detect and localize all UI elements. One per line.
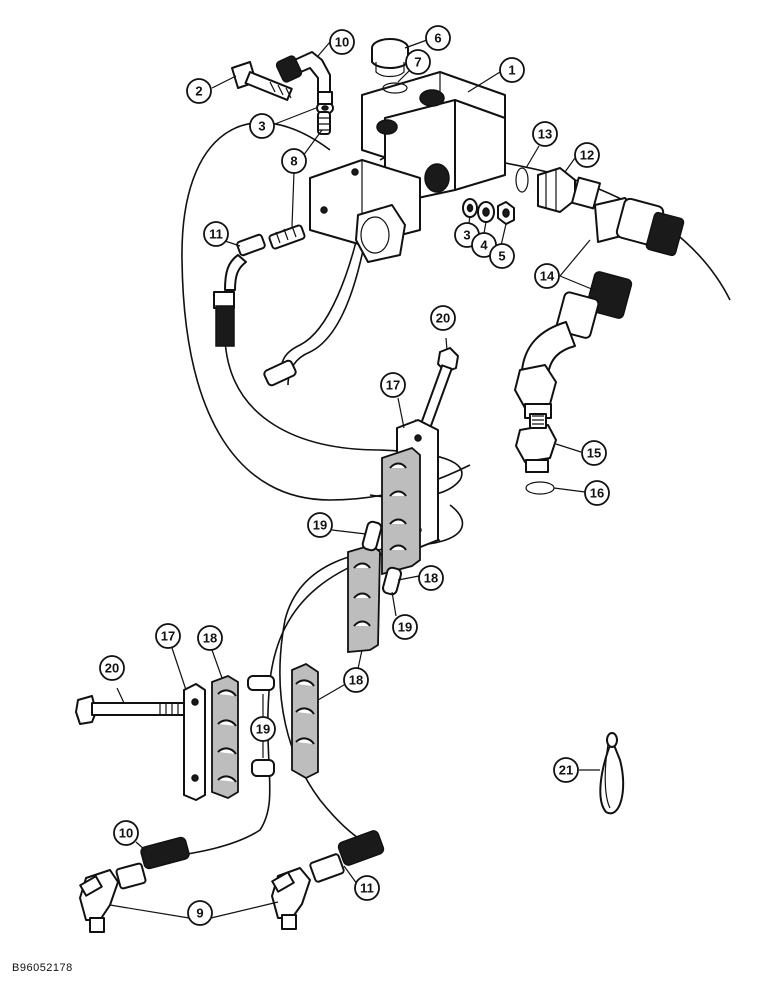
svg-text:13: 13 bbox=[538, 127, 552, 142]
adapter-hose-right bbox=[514, 167, 685, 495]
hose-end-11-upper bbox=[213, 233, 266, 347]
svg-text:19: 19 bbox=[313, 518, 327, 533]
callout-18: 18 bbox=[418, 565, 444, 591]
document-code: B96052178 bbox=[12, 962, 73, 974]
svg-text:18: 18 bbox=[424, 571, 438, 586]
clamp-assembly-lower bbox=[75, 662, 319, 801]
cable-tie bbox=[599, 732, 625, 815]
callout-21: 21 bbox=[553, 757, 579, 783]
svg-text:1: 1 bbox=[508, 63, 515, 78]
callout-18: 18 bbox=[197, 625, 223, 651]
callout-20: 20 bbox=[99, 655, 125, 681]
svg-text:12: 12 bbox=[580, 148, 594, 163]
callout-15: 15 bbox=[581, 440, 607, 466]
svg-text:8: 8 bbox=[290, 154, 297, 169]
svg-text:14: 14 bbox=[540, 269, 555, 284]
callout-10: 10 bbox=[329, 29, 355, 55]
svg-text:7: 7 bbox=[414, 55, 421, 70]
svg-text:5: 5 bbox=[498, 249, 505, 264]
callout-11: 11 bbox=[354, 875, 380, 901]
callout-3: 3 bbox=[249, 113, 275, 139]
clamp-assembly-upper bbox=[347, 347, 459, 653]
callout-5: 5 bbox=[489, 243, 515, 269]
callout-17: 17 bbox=[155, 623, 181, 649]
callout-6: 6 bbox=[425, 25, 451, 51]
svg-text:6: 6 bbox=[434, 31, 441, 46]
svg-text:10: 10 bbox=[335, 35, 349, 50]
svg-text:16: 16 bbox=[590, 486, 604, 501]
svg-text:18: 18 bbox=[203, 631, 217, 646]
callout-20: 20 bbox=[430, 305, 456, 331]
svg-text:11: 11 bbox=[209, 227, 223, 242]
valve-block bbox=[263, 71, 506, 387]
callout-19: 19 bbox=[307, 512, 333, 538]
bottom-fittings bbox=[79, 830, 385, 933]
svg-text:19: 19 bbox=[256, 722, 270, 737]
svg-text:17: 17 bbox=[386, 378, 400, 393]
svg-text:18: 18 bbox=[349, 673, 363, 688]
svg-text:10: 10 bbox=[119, 826, 133, 841]
svg-text:21: 21 bbox=[559, 763, 573, 778]
svg-text:4: 4 bbox=[480, 238, 488, 253]
callout-9: 9 bbox=[187, 900, 213, 926]
svg-text:9: 9 bbox=[196, 906, 203, 921]
svg-text:20: 20 bbox=[105, 661, 119, 676]
callout-1: 1 bbox=[499, 57, 525, 83]
callout-7: 7 bbox=[405, 49, 431, 75]
svg-text:11: 11 bbox=[360, 881, 374, 896]
callout-12: 12 bbox=[574, 142, 600, 168]
svg-text:3: 3 bbox=[258, 119, 265, 134]
callout-13: 13 bbox=[532, 121, 558, 147]
svg-text:19: 19 bbox=[398, 620, 412, 635]
washers-nuts-right bbox=[462, 198, 515, 225]
svg-text:17: 17 bbox=[161, 629, 175, 644]
callout-19: 19 bbox=[250, 716, 276, 742]
callout-18: 18 bbox=[343, 667, 369, 693]
svg-text:2: 2 bbox=[195, 84, 202, 99]
svg-text:15: 15 bbox=[587, 446, 601, 461]
svg-text:20: 20 bbox=[436, 311, 450, 326]
callout-10: 10 bbox=[113, 820, 139, 846]
callout-2: 2 bbox=[186, 78, 212, 104]
bolt-fittings-upper-left bbox=[231, 51, 334, 250]
svg-text:3: 3 bbox=[463, 228, 470, 243]
callout-17: 17 bbox=[380, 372, 406, 398]
callout-8: 8 bbox=[281, 148, 307, 174]
callout-11: 11 bbox=[203, 221, 229, 247]
callout-16: 16 bbox=[584, 480, 610, 506]
callout-19: 19 bbox=[392, 614, 418, 640]
callout-14: 14 bbox=[534, 263, 560, 289]
